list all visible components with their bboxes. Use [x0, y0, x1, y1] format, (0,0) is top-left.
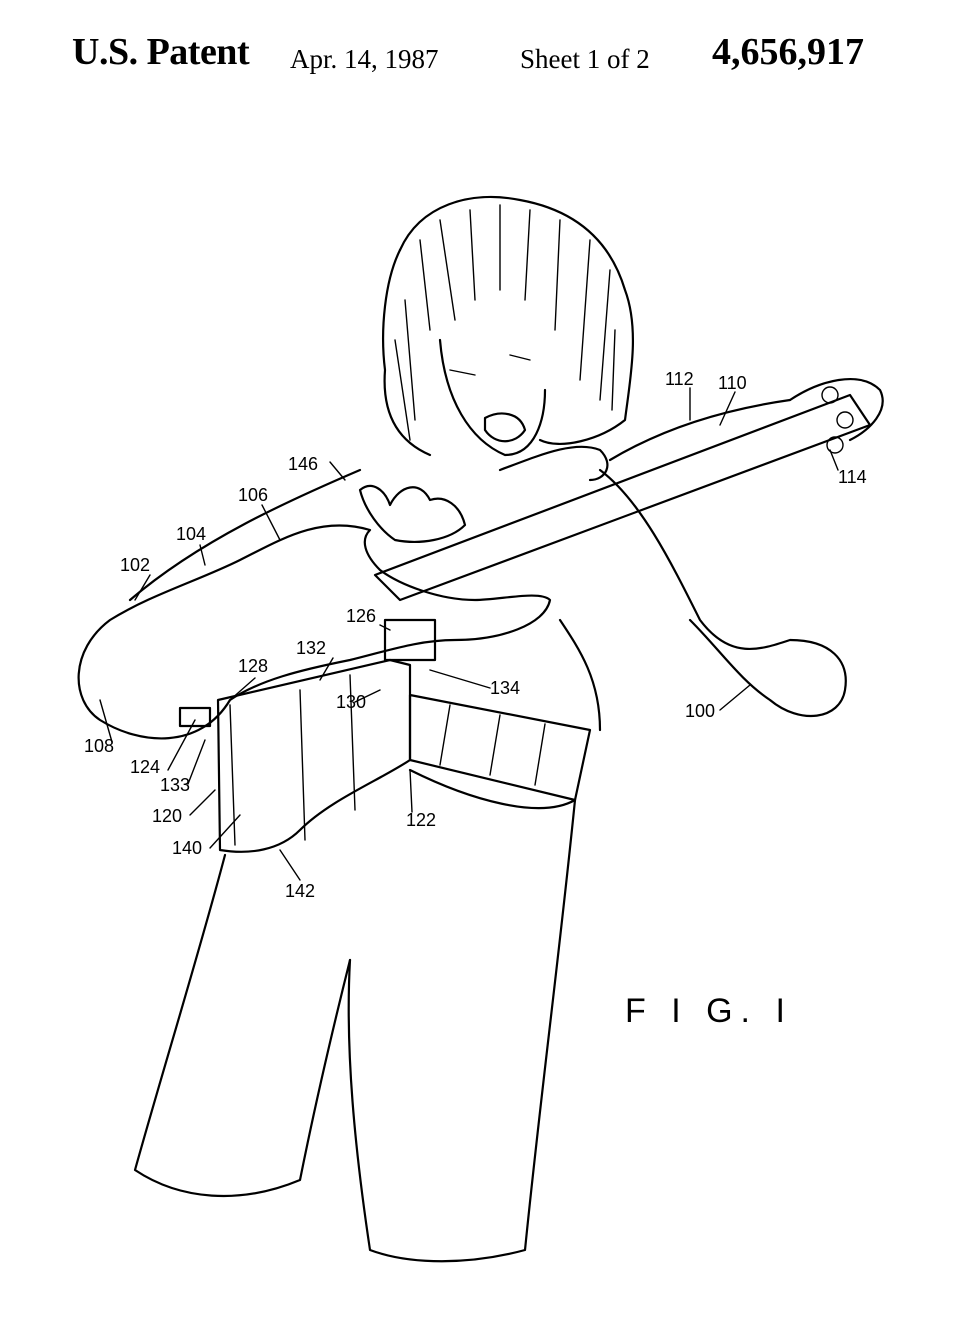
patent-header: U.S. Patent Apr. 14, 1987 Sheet 1 of 2 4…: [0, 30, 960, 80]
ref-100: 100: [685, 701, 715, 721]
ref-142: 142: [285, 881, 315, 901]
hair-drawing: [382, 196, 634, 457]
patent-number: 4,656,917: [712, 31, 864, 73]
patent-date: Apr. 14, 1987: [290, 44, 439, 74]
ref-128: 128: [238, 656, 268, 676]
ref-132: 132: [296, 638, 326, 658]
legs-drawing: [133, 768, 577, 1263]
ref-110: 110: [718, 373, 747, 393]
body-drawing: [408, 468, 847, 802]
face-drawing: [438, 338, 547, 457]
ref-122: 122: [406, 810, 436, 830]
ref-108: 108: [84, 736, 114, 756]
hands-drawing: [358, 445, 609, 543]
ref-133: 133: [160, 775, 190, 795]
ref-134: 134: [490, 678, 520, 698]
guitar-drawing: [77, 378, 884, 740]
sheet-number: Sheet 1 of 2: [520, 44, 650, 74]
ref-140: 140: [172, 838, 202, 858]
ref-120: 120: [152, 806, 182, 826]
ref-124: 124: [130, 757, 160, 777]
patent-label: U.S. Patent: [72, 31, 250, 73]
figure-label: F I G. I: [625, 992, 793, 1030]
ref-104: 104: [176, 524, 206, 544]
ref-112: 112: [665, 369, 694, 389]
reference-numerals: 102 104 106 108 146 112 110 114 100 126 …: [84, 369, 867, 901]
ref-146: 146: [288, 454, 318, 474]
ref-114: 114: [838, 467, 867, 487]
leader-lines: [99, 387, 839, 881]
ref-130: 130: [336, 692, 366, 712]
ref-106: 106: [238, 485, 268, 505]
ref-102: 102: [120, 555, 150, 575]
ref-126: 126: [346, 606, 376, 626]
